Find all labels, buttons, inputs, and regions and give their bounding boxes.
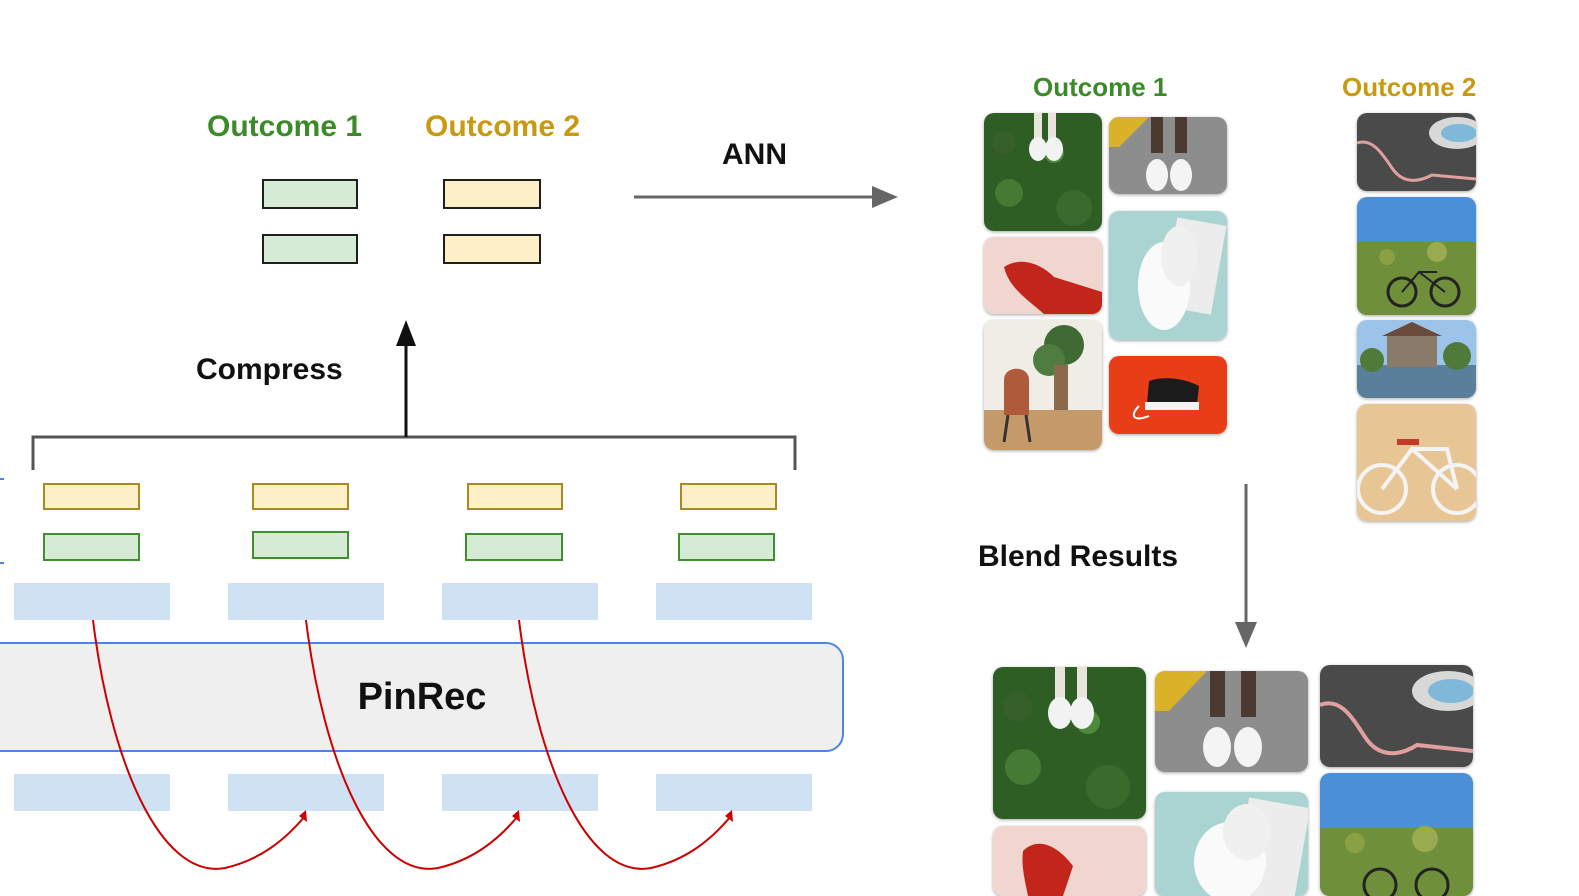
results-outcome1-label: Outcome 1 — [1033, 72, 1168, 102]
result-image-red-boot — [984, 237, 1102, 314]
output-token-bar-4 — [656, 583, 812, 620]
input-token-bar-4 — [656, 774, 812, 811]
output-token-bar-1 — [14, 583, 170, 620]
outcome2-embedding-1 — [443, 179, 541, 209]
output-token-bar-2 — [228, 583, 384, 620]
blended-image-shoes-on-grass — [993, 667, 1146, 819]
result-image-mill-by-river — [1357, 320, 1476, 398]
outcome2-embedding-2 — [443, 234, 541, 264]
autoregressive-arrow-2 — [305, 619, 519, 870]
outcome1-embedding-1 — [262, 179, 358, 209]
token-outcome1-embedding-4 — [678, 533, 775, 561]
blended-image-red-boot — [993, 826, 1146, 896]
result-image-shoes-on-road — [1109, 117, 1227, 194]
result-image-chair-and-plant — [984, 320, 1102, 450]
blended-image-skatepark — [1320, 665, 1473, 767]
input-token-bar-2 — [228, 774, 384, 811]
token-outcome2-embedding-1 — [43, 483, 140, 510]
result-image-bicycle-in-field — [1357, 197, 1476, 315]
result-image-skatepark — [1357, 113, 1476, 191]
outcome1-embedding-label: Outcome 1 — [207, 110, 363, 143]
compress-label: Compress — [196, 353, 343, 386]
compress-arrow-head — [396, 320, 416, 346]
blend-results-label: Blend Results — [978, 540, 1179, 573]
result-image-black-sneaker — [1109, 356, 1227, 434]
autoregressive-arrow-1 — [92, 619, 306, 870]
autoregressive-arrow-3 — [518, 619, 732, 870]
outcome2-embedding-label: Outcome 2 — [425, 110, 581, 143]
ann-arrow-head — [872, 186, 898, 208]
blended-image-white-sneakers — [1155, 792, 1308, 896]
result-image-shoes-on-grass — [984, 113, 1102, 231]
token-outcome1-embedding-2 — [252, 531, 349, 559]
token-outcome2-embedding-2 — [252, 483, 349, 510]
token-outcome2-embedding-3 — [467, 483, 563, 510]
pinrec-model-block: PinRec — [0, 642, 844, 752]
token-outcome1-embedding-3 — [465, 533, 563, 561]
output-token-bar-3 — [442, 583, 598, 620]
token-outcome2-embedding-4 — [680, 483, 777, 510]
blended-image-bicycle-in-field — [1320, 773, 1473, 896]
outcome1-embedding-2 — [262, 234, 358, 264]
blended-image-shoes-on-road — [1155, 671, 1308, 772]
results-outcome2-label: Outcome 2 — [1342, 72, 1477, 102]
ann-label: ANN — [722, 138, 787, 171]
pinrec-label: PinRec — [357, 675, 487, 718]
compress-bracket — [31, 435, 797, 470]
blend-arrow-head — [1235, 622, 1257, 648]
input-token-bar-3 — [442, 774, 598, 811]
token-outcome1-embedding-1 — [43, 533, 140, 561]
result-image-white-bicycle — [1357, 404, 1476, 521]
result-image-white-sneakers — [1109, 211, 1227, 340]
